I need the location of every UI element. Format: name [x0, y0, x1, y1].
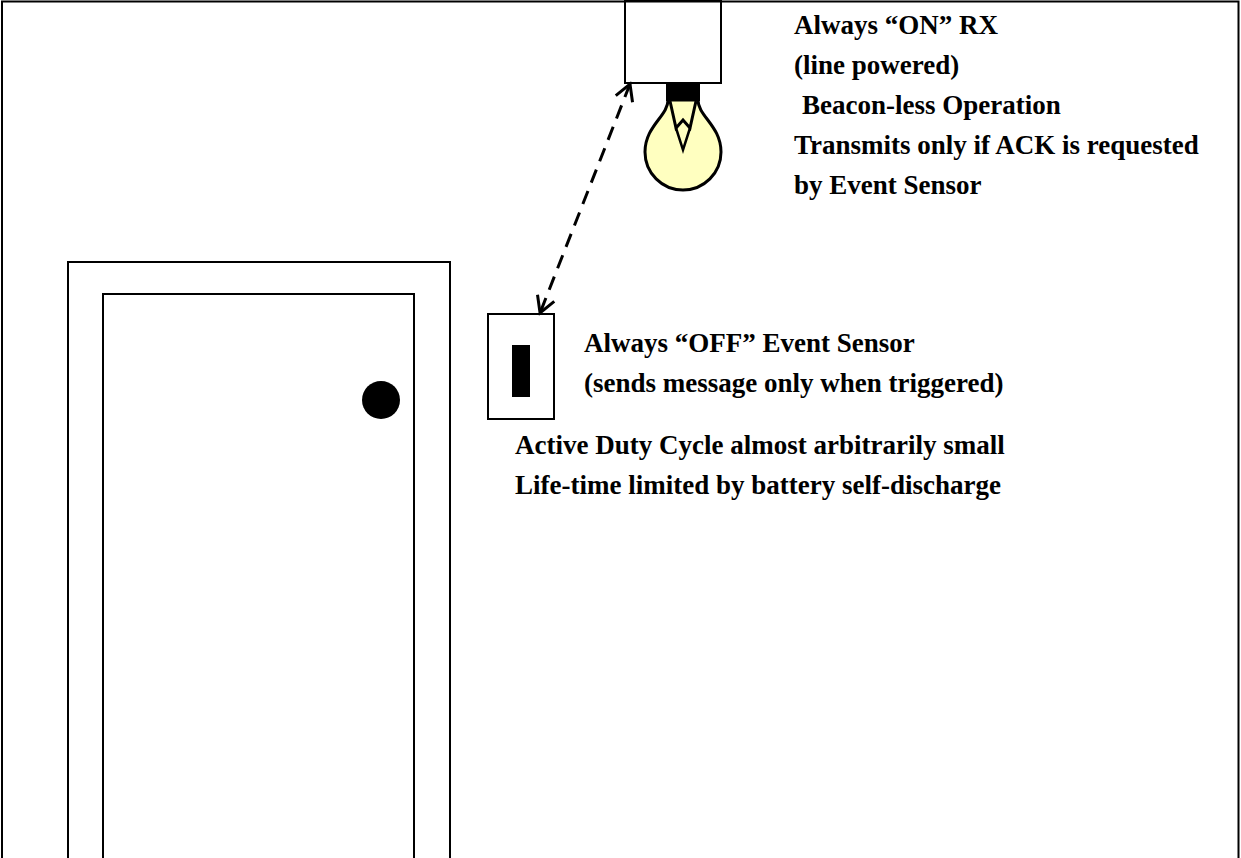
node-text: (sends message only when triggered): [584, 363, 1234, 403]
door-knob: [362, 381, 400, 419]
dashed-link: [538, 84, 633, 313]
event-sensor-box: Always “OFF” Event Sensor(sends message …: [487, 313, 555, 420]
node-text: Always “OFF” Event Sensor: [584, 323, 1144, 363]
note-text: Active Duty Cycle almost arbitrarily sma…: [515, 425, 1230, 465]
light-bulb: [645, 84, 721, 190]
node-text: Transmits only if ACK is requested by Ev…: [794, 125, 1234, 205]
door-leaf: [103, 294, 414, 858]
switch-toggle: [512, 345, 530, 397]
arrow-head: [616, 84, 633, 102]
node-text: Always “ON” RX (line powered): [794, 5, 1024, 85]
node-text: Beacon-less Operation: [802, 85, 1202, 125]
arrow-head: [538, 295, 555, 313]
receiver-box: Always “ON” RX (line powered)Beacon-less…: [624, 0, 722, 84]
door-frame: [68, 262, 450, 858]
link-line: [540, 84, 630, 313]
note-text: Life-time limited by battery self-discha…: [515, 465, 1230, 505]
